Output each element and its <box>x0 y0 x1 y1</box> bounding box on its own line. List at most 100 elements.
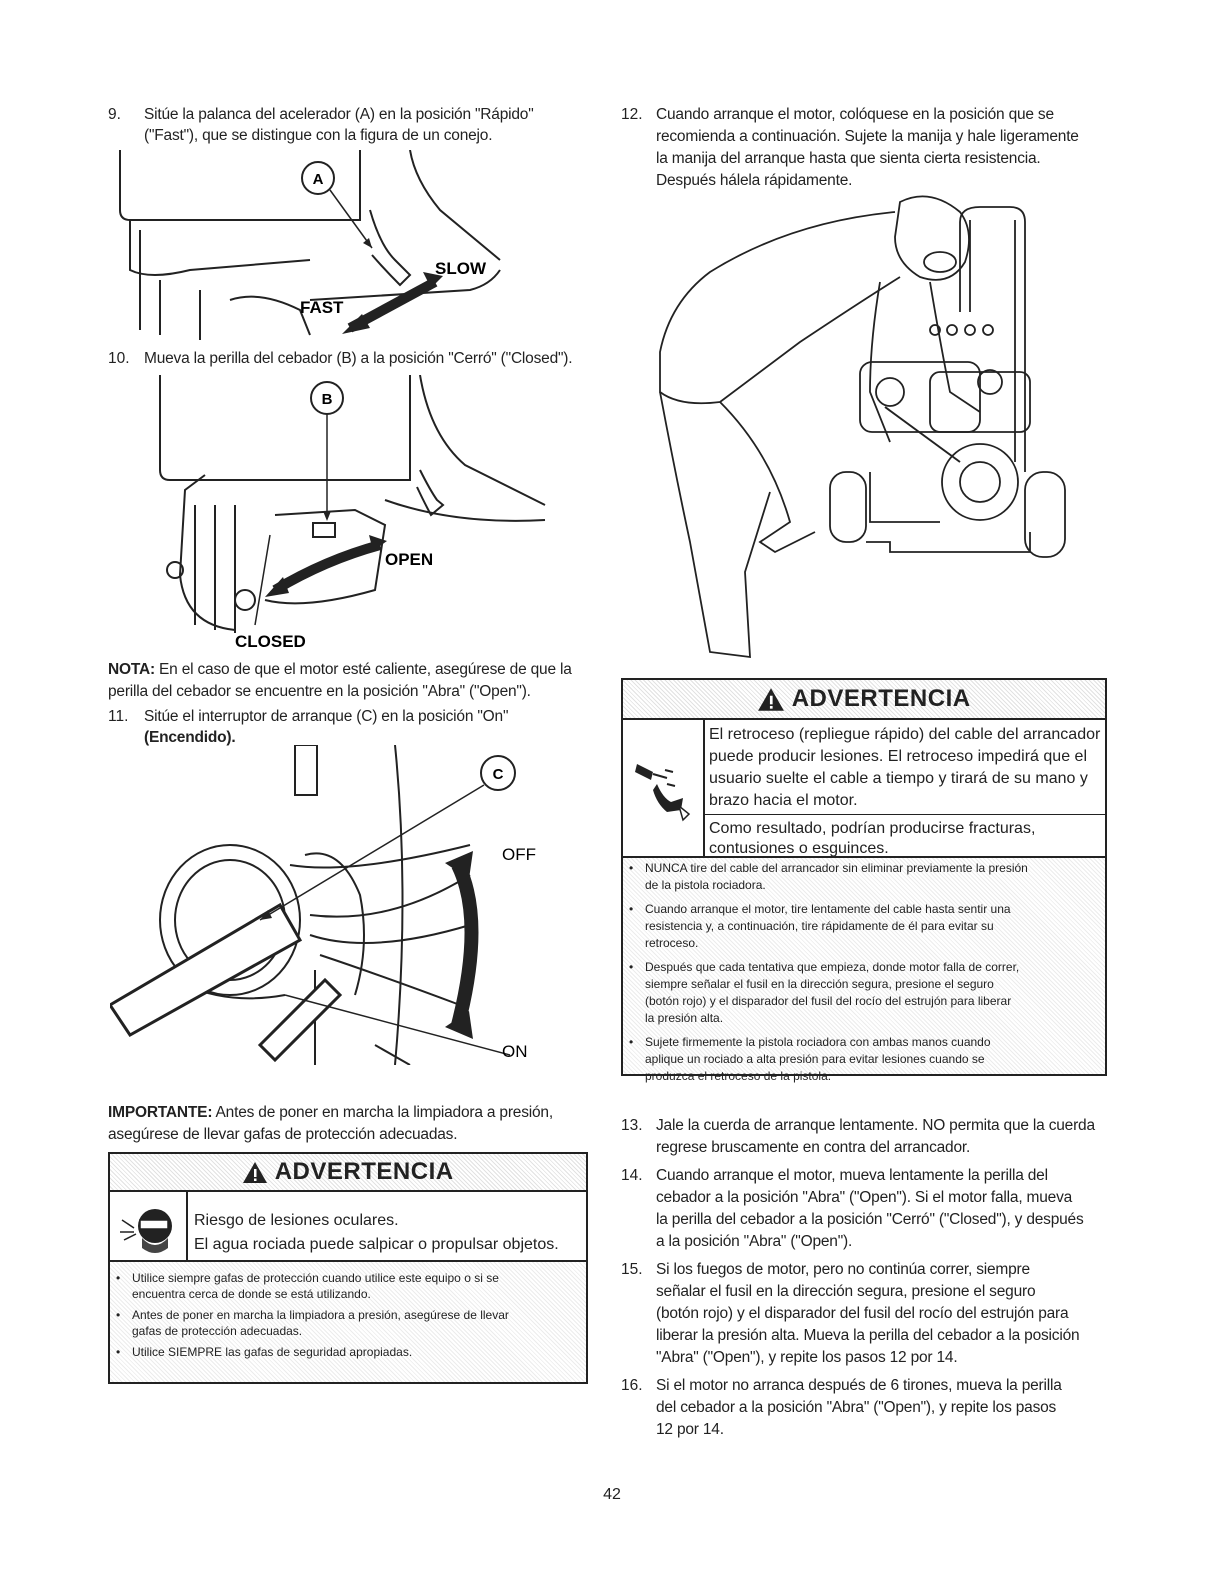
step-16-line-1: Si el motor no arranca después de 6 tiro… <box>656 1377 1062 1394</box>
warning-icon-cell <box>110 1192 188 1260</box>
warning-bullet-2-line-3: retroceso. <box>645 936 699 950</box>
warning-triangle-icon <box>758 688 785 711</box>
nota-line-2: perilla del cebador se encuentre en la p… <box>108 683 531 700</box>
warning-divider <box>705 814 1105 815</box>
eye-protection-icon <box>120 1209 172 1253</box>
step-11-line-1: Sitúe el interruptor de arranque (C) en … <box>144 708 509 725</box>
step-10-line-1: Mueva la perilla del cebador (B) a la po… <box>144 350 573 367</box>
label-off: OFF <box>502 845 536 864</box>
bullet-dot: • <box>116 1308 121 1322</box>
warning-bullet-3-line-2: siempre señalar el fusil en la dirección… <box>645 977 994 991</box>
step-11-number: 11. <box>108 708 129 725</box>
step-15-line-1: Si los fuegos de motor, pero no continúa… <box>656 1261 1030 1278</box>
step-9-number: 9. <box>108 106 121 123</box>
label-closed: CLOSED <box>235 632 306 650</box>
warning-p2-line-2: contusiones o esguinces. <box>709 840 889 857</box>
step-16-line-2: del cebador a la posición "Abra" ("Open"… <box>656 1399 1057 1416</box>
recoil-warning-box: ADVERTENCIA El retroceso (repliegue rápi… <box>621 678 1107 1083</box>
nota-line-1: NOTA: En el caso de que el motor esté ca… <box>108 659 572 680</box>
step-13-number: 13. <box>621 1117 643 1134</box>
step-14-line-1: Cuando arranque el motor, mueva lentamen… <box>656 1167 1048 1184</box>
warning-p1-line-3: usuario suelte el cable a tiempo y tirar… <box>709 770 1088 787</box>
callout-b: B <box>322 391 333 408</box>
step-15-line-5: "Abra" ("Open"), y repite los pasos 12 p… <box>656 1349 958 1366</box>
step-12-line-3: la manija del arranque hasta que sienta … <box>656 150 1041 167</box>
warning-p1-line-4: brazo hacia el motor. <box>709 792 858 809</box>
warning-bullet-list: • Utilice siempre gafas de protección cu… <box>110 1260 586 1382</box>
step-12-line-4: Después hálela rápidamente. <box>656 172 853 189</box>
step-13-line-2: regrese bruscamente en contra del arranc… <box>656 1139 971 1156</box>
warning-bullet-1-line-1: NUNCA tire del cable del arrancador sin … <box>645 861 1028 875</box>
warning-bullet-2-line-2: resistencia y, a continuación, tire rápi… <box>645 919 994 933</box>
warning-bullet-3-line-3: (botón rojo) y el disparador del fusil d… <box>645 994 1012 1008</box>
step-14-line-3: la perilla del cebador a la posición "Ce… <box>656 1211 1084 1228</box>
bullet-dot: • <box>629 960 634 974</box>
bullet-dot: • <box>629 861 634 875</box>
starting-position-figure <box>659 195 1066 659</box>
warning-p1-line-1: El retroceso (repliegue rápido) del cabl… <box>709 726 1101 743</box>
nota-text-1: En el caso de que el motor esté caliente… <box>154 661 572 678</box>
warning-bullet-2-line-1: Cuando arranque el motor, tire lentament… <box>645 902 1011 916</box>
label-fast: FAST <box>300 298 344 317</box>
step-9-line-1: Sitúe la palanca del acelerador (A) en l… <box>144 106 534 123</box>
bullet-dot: • <box>629 1035 634 1049</box>
page-number: 42 <box>603 1486 621 1503</box>
importante-label: IMPORTANTE: <box>108 1104 213 1121</box>
warning-p1-line-2: puede producir lesiones. El retroceso im… <box>709 748 1087 765</box>
warning-bullet-2-line-1: Antes de poner en marcha la limpiadora a… <box>132 1308 509 1322</box>
bullet-dot: • <box>116 1345 121 1359</box>
warning-bullet-4-line-2: aplique un rociado a alta presión para e… <box>645 1052 985 1066</box>
bullet-dot: • <box>629 902 634 916</box>
warning-p2-line-1: Como resultado, podrían producirse fract… <box>709 820 1036 837</box>
bullet-dot: • <box>116 1271 121 1285</box>
warning-header: ADVERTENCIA <box>110 1154 586 1192</box>
recoil-hazard-icon <box>635 764 691 822</box>
step-15-line-4: liberar la presión alta. Mueva la perill… <box>656 1327 1080 1344</box>
step-14-line-4: a la posición "Abra" ("Open"). <box>656 1233 853 1250</box>
eye-injury-warning-box: ADVERTENCIA Riesgo de lesiones oculares.… <box>108 1152 588 1384</box>
step-15-number: 15. <box>621 1261 643 1278</box>
label-on: ON <box>502 1042 528 1061</box>
nota-label: NOTA: <box>108 661 155 678</box>
step-14-line-2: cebador a la posición "Abra" ("Open"). S… <box>656 1189 1073 1206</box>
warning-bullet-3-line-1: Después que cada tentativa que empieza, … <box>645 960 1020 974</box>
warning-bullet-1-line-2: encuentra cerca de donde se está utiliza… <box>132 1287 371 1301</box>
warning-line-2: El agua rociada puede salpicar o propuls… <box>194 1236 559 1253</box>
step-12-line-1: Cuando arranque el motor, colóquese en l… <box>656 106 1054 123</box>
warning-icon-cell <box>623 720 705 856</box>
warning-bullet-2-line-2: gafas de protección adecuadas. <box>132 1324 303 1338</box>
warning-bullet-3-line-1: Utilice SIEMPRE las gafas de seguridad a… <box>132 1345 413 1359</box>
step-11-line-2: (Encendido). <box>144 729 236 746</box>
label-slow: SLOW <box>435 259 487 278</box>
throttle-lever-figure: A SLOW FAST <box>119 150 501 340</box>
step-13-line-1: Jale la cuerda de arranque lentamente. N… <box>656 1117 1095 1134</box>
callout-a: A <box>313 171 324 188</box>
warning-bullet-4-line-3: produzca el retroceso de la pistola. <box>645 1069 832 1083</box>
callout-c: C <box>493 766 504 783</box>
on-off-switch-figure: C OFF ON <box>110 745 536 1065</box>
label-open: OPEN <box>385 550 433 569</box>
warning-bullet-list: • NUNCA tire del cable del arrancador si… <box>623 856 1105 1083</box>
step-16-number: 16. <box>621 1377 643 1394</box>
step-15-line-2: señalar el fusil en la dirección segura,… <box>656 1283 1036 1300</box>
step-9-line-2: ("Fast"), que se distingue con la figura… <box>144 127 493 144</box>
step-14-number: 14. <box>621 1167 643 1184</box>
step-12-line-2: recomienda a continuación. Sujete la man… <box>656 128 1079 145</box>
warning-title: ADVERTENCIA <box>791 685 971 712</box>
warning-bullet-4-line-1: Sujete firmemente la pistola rociadora c… <box>645 1035 991 1049</box>
warning-title: ADVERTENCIA <box>274 1158 454 1185</box>
step-12-number: 12. <box>621 106 643 123</box>
importante-text-1: Antes de poner en marcha la limpiadora a… <box>212 1104 554 1121</box>
warning-bullet-3-line-4: la presión alta. <box>645 1011 724 1025</box>
importante-line-2: asegúrese de llevar gafas de protección … <box>108 1126 458 1143</box>
step-15-line-3: (botón rojo) y el disparador del fusil d… <box>656 1305 1069 1322</box>
warning-line-1: Riesgo de lesiones oculares. <box>194 1212 399 1229</box>
warning-bullet-1-line-1: Utilice siempre gafas de protección cuan… <box>132 1271 499 1285</box>
warning-bullet-1-line-2: de la pistola rociadora. <box>645 878 766 892</box>
warning-triangle-icon <box>243 1162 268 1184</box>
step-16-line-3: 12 por 14. <box>656 1421 724 1438</box>
step-10-number: 10. <box>108 350 130 367</box>
choke-knob-figure: B OPEN CLOSED <box>159 375 546 650</box>
importante-line-1: IMPORTANTE: Antes de poner en marcha la … <box>108 1102 553 1123</box>
warning-header: ADVERTENCIA <box>623 680 1105 720</box>
